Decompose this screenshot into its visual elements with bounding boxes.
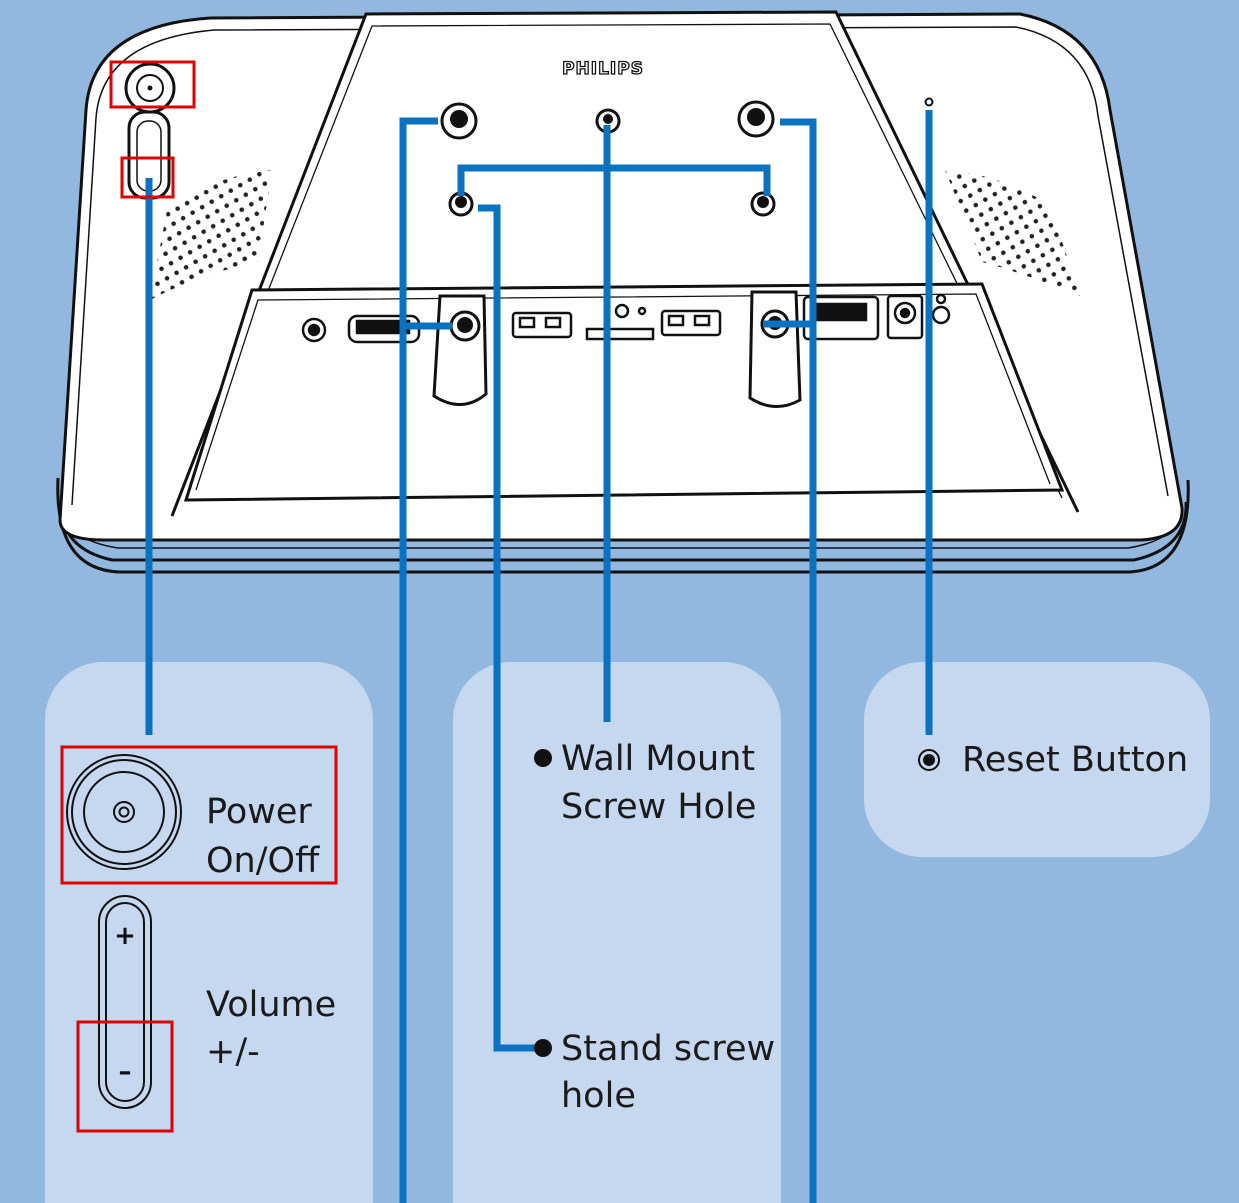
volume-minus-symbol: – (119, 1057, 132, 1087)
stand-leg-left (432, 294, 488, 406)
frame-volume-rocker (127, 110, 171, 200)
volume-rocker-icon (98, 895, 152, 1109)
volume-label-line1: Volume (206, 985, 336, 1025)
leader-lines (145, 110, 933, 1203)
highlight-boxes (60, 60, 338, 1133)
power-label-line1: Power (206, 792, 312, 832)
stand-screw-label-line2: hole (561, 1076, 636, 1116)
left-speaker-grille (150, 170, 272, 300)
volume-plus-symbol: + (114, 921, 136, 951)
leader-stand-screw-down (478, 204, 535, 1052)
wall-mount-screw-hole-center (595, 108, 621, 134)
leader-right-continuation (780, 118, 817, 1203)
device-body (56, 10, 1190, 574)
wall-mount-label-line2: Screw Hole (561, 787, 756, 827)
reset-label: Reset Button (962, 740, 1188, 780)
panel-screw-holes (453, 662, 781, 1203)
power-label-line2: On/Off (206, 841, 320, 881)
highlight-power-label (60, 745, 338, 885)
reset-bullet-icon (918, 749, 940, 771)
highlight-volume-minus (76, 1020, 174, 1133)
highlight-frame-volume (120, 156, 175, 199)
wall-mount-label-line1: Wall Mount (561, 739, 755, 779)
stand-screw-label-line1: Stand screw (561, 1029, 775, 1069)
stand-screw-hole-left (448, 191, 474, 217)
frame-power-button (124, 62, 176, 114)
highlight-frame-power (109, 60, 196, 109)
power-button-icon (66, 754, 182, 870)
panel-reset (864, 662, 1210, 857)
stand-screw-hole-right (750, 191, 776, 217)
wall-mount-screw-hole-right (737, 100, 775, 138)
brand-logo: PHILIPS (562, 59, 644, 79)
wall-mount-screw-hole-left (440, 102, 478, 140)
leader-stand-screw (457, 164, 771, 196)
stand-screw-bullet (534, 1039, 552, 1057)
reset-pinhole (924, 97, 934, 107)
volume-label-line2: +/- (206, 1032, 260, 1072)
leader-left-continuation (399, 117, 438, 1203)
right-speaker-grille (945, 170, 1080, 296)
stand-leg-right (748, 290, 802, 408)
panel-side-controls (45, 662, 373, 1203)
wall-mount-bullet (534, 749, 552, 767)
